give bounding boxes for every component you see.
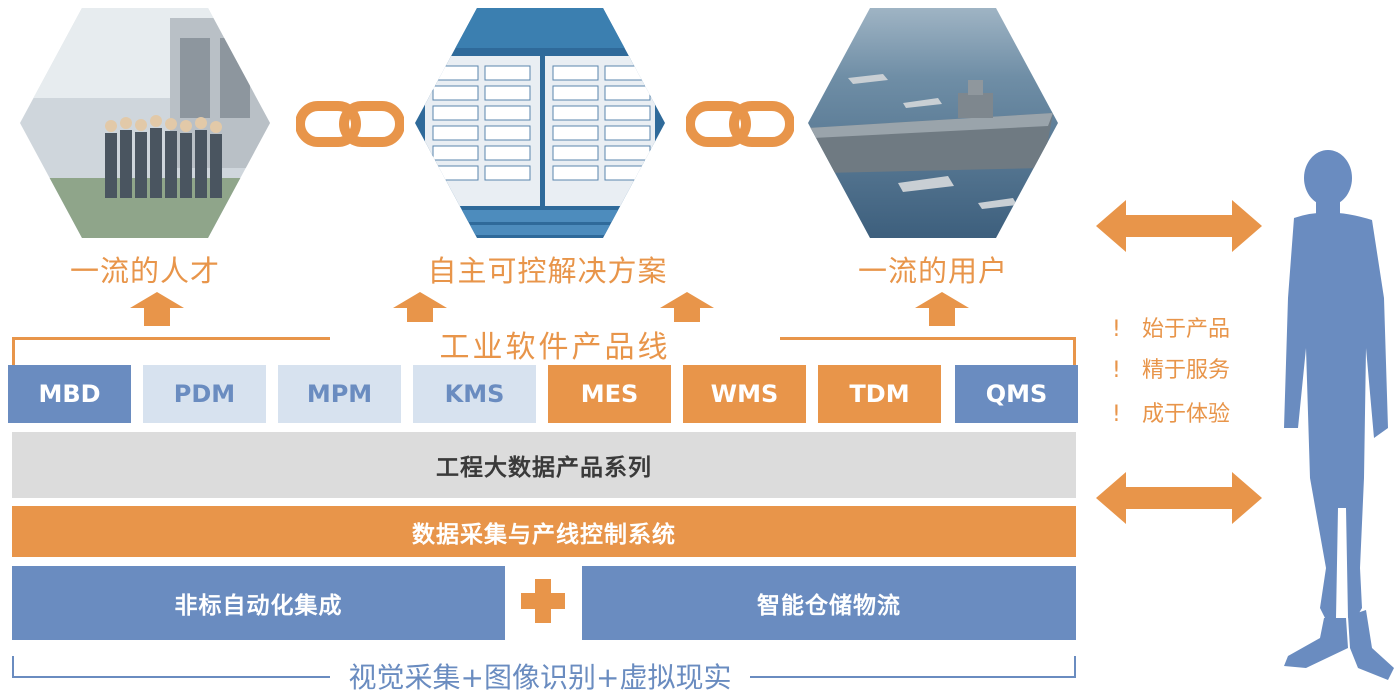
product-tile-kms: KMS xyxy=(413,365,536,423)
warehouse-layer: 智能仓储物流 xyxy=(582,566,1076,640)
plus-icon xyxy=(521,579,565,623)
chain-link-icon xyxy=(296,101,404,147)
big-data-layer: 工程大数据产品系列 xyxy=(12,432,1076,498)
double-arrow-icon xyxy=(1096,472,1262,524)
bullet-experience: !成于体验 xyxy=(1112,402,1231,427)
up-arrow-icon xyxy=(660,292,714,326)
bracket-right-leg xyxy=(1073,337,1076,365)
double-arrow-icon xyxy=(1096,200,1262,252)
automation-layer: 非标自动化集成 xyxy=(12,566,505,640)
bullet-service: !精于服务 xyxy=(1112,358,1231,383)
product-tile-mbd: MBD xyxy=(8,365,131,423)
product-tile-mes: MES xyxy=(548,365,671,423)
caption-talent: 一流的人才 xyxy=(69,254,220,288)
chain-link-icon xyxy=(686,101,794,147)
team-photo-hexagon xyxy=(20,8,270,238)
product-tile-tdm: TDM xyxy=(818,365,941,423)
footer-bracket-right xyxy=(1074,656,1076,678)
software-screenshot-hexagon xyxy=(415,8,665,238)
data-collection-layer: 数据采集与产线控制系统 xyxy=(12,506,1076,557)
product-tile-pdm: PDM xyxy=(143,365,266,423)
person-silhouette-icon xyxy=(1284,150,1394,680)
product-tile-mpm: MPM xyxy=(278,365,401,423)
footer-label: 视觉采集+图像识别+虚拟现实 xyxy=(330,656,750,696)
caption-users: 一流的用户 xyxy=(857,254,1008,288)
bracket-left-leg xyxy=(12,337,15,365)
aircraft-carrier-hexagon xyxy=(808,8,1058,238)
footer-bracket-left xyxy=(12,656,14,678)
product-line-title: 工业软件产品线 xyxy=(330,322,780,366)
product-tile-wms: WMS xyxy=(683,365,806,423)
bullet-product: !始于产品 xyxy=(1112,317,1231,342)
caption-solution: 自主可控解决方案 xyxy=(427,254,668,288)
up-arrow-icon xyxy=(393,292,447,326)
up-arrow-icon xyxy=(915,292,969,326)
up-arrow-icon xyxy=(130,292,184,326)
product-tile-qms: QMS xyxy=(955,365,1078,423)
